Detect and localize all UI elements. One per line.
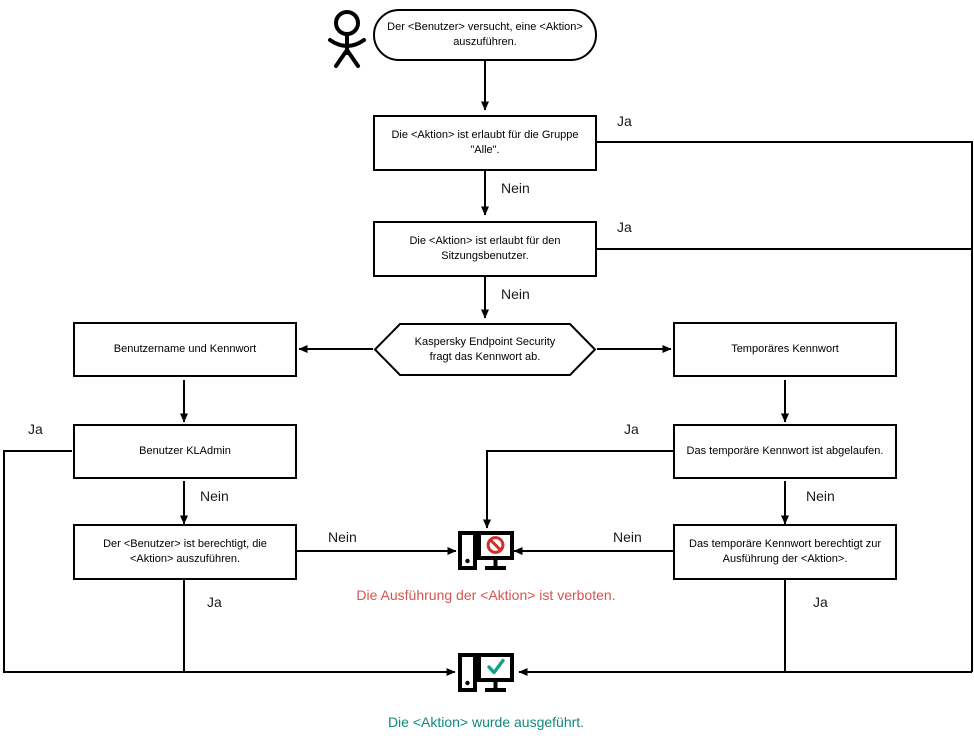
- edge-label-user-permitted-yes: Ja: [207, 594, 222, 610]
- denied-caption: Die Ausführung der <Aktion> ist verboten…: [356, 587, 616, 603]
- node-kladmin[interactable]: Benutzer KLAdmin: [73, 424, 297, 479]
- node-temp-permits-label: Das temporäre Kennwort berechtigt zur Au…: [689, 538, 881, 565]
- edge-label-user-permitted-no: Nein: [328, 529, 357, 545]
- node-session-user[interactable]: Die <Aktion> ist erlaubt für den Sitzung…: [373, 221, 597, 277]
- edge-label-kladmin-yes: Ja: [28, 421, 43, 437]
- node-group-all-label: Die <Aktion> ist erlaubt für die Gruppe …: [391, 129, 579, 156]
- allowed-caption: Die <Aktion> wurde ausgeführt.: [387, 714, 585, 730]
- edge-label-temp-permits-no: Nein: [613, 529, 642, 545]
- computer-denied-icon: [458, 528, 514, 576]
- node-temp-permits[interactable]: Das temporäre Kennwort berechtigt zur Au…: [673, 524, 897, 580]
- edge-label-temp-expired-no: Nein: [806, 488, 835, 504]
- node-user-permitted[interactable]: Der <Benutzer> ist berechtigt, die <Akti…: [73, 524, 297, 580]
- node-user-permitted-label: Der <Benutzer> ist berechtigt, die <Akti…: [103, 538, 267, 565]
- node-group-all[interactable]: Die <Aktion> ist erlaubt für die Gruppe …: [373, 115, 597, 171]
- node-kladmin-label: Benutzer KLAdmin: [139, 445, 231, 458]
- computer-allowed-icon: [458, 650, 514, 698]
- edge-label-group-all-no: Nein: [501, 180, 530, 196]
- edge-label-temp-expired-yes: Ja: [624, 421, 639, 437]
- user-actor-icon: [322, 8, 372, 68]
- node-ask-password-label: Kaspersky Endpoint Security fragt das Ke…: [414, 335, 556, 363]
- edge-label-session-user-no: Nein: [501, 286, 530, 302]
- node-username-password-label: Benutzername und Kennwort: [113, 343, 257, 356]
- node-temp-expired-label: Das temporäre Kennwort ist abgelaufen.: [686, 445, 884, 458]
- edge-label-temp-permits-yes: Ja: [813, 594, 828, 610]
- node-session-user-label: Die <Aktion> ist erlaubt für den Sitzung…: [409, 235, 561, 262]
- edge-label-group-all-yes: Ja: [617, 113, 632, 129]
- node-start-label: Der <Benutzer> versucht, eine <Aktion> a…: [387, 21, 583, 48]
- node-temporary-password-label: Temporäres Kennwort: [731, 343, 839, 356]
- node-temporary-password[interactable]: Temporäres Kennwort: [673, 322, 897, 377]
- node-start[interactable]: Der <Benutzer> versucht, eine <Aktion> a…: [373, 9, 597, 61]
- edge-label-session-user-yes: Ja: [617, 219, 632, 235]
- node-username-password[interactable]: Benutzername und Kennwort: [73, 322, 297, 377]
- node-temp-expired[interactable]: Das temporäre Kennwort ist abgelaufen.: [673, 424, 897, 479]
- edge-label-kladmin-no: Nein: [200, 488, 229, 504]
- node-ask-password[interactable]: Kaspersky Endpoint Security fragt das Ke…: [373, 322, 597, 377]
